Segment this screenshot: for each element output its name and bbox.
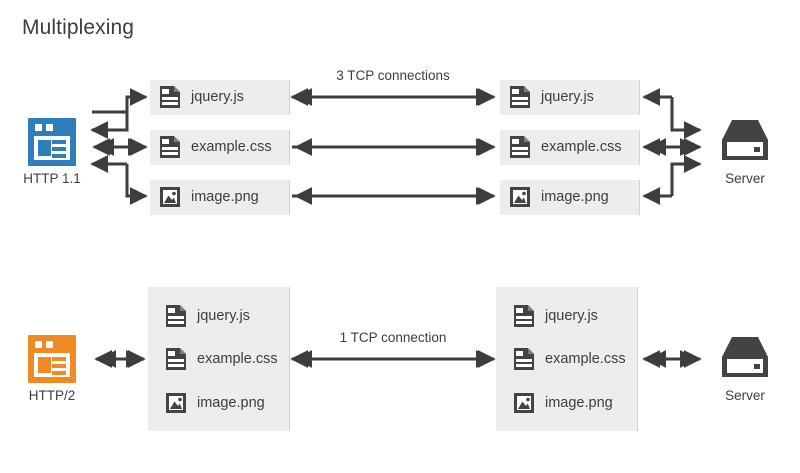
server-icon xyxy=(718,118,772,166)
endpoint-label-http2-server: Server xyxy=(725,388,765,403)
file-name: example.css xyxy=(197,351,278,367)
file-item[interactable]: example.css xyxy=(512,346,626,372)
image-file-icon xyxy=(512,390,536,416)
document-icon xyxy=(508,134,532,160)
file-item[interactable]: jquery.js xyxy=(508,84,594,110)
document-icon xyxy=(512,303,536,329)
document-icon xyxy=(512,346,536,372)
file-item[interactable]: image.png xyxy=(508,184,609,210)
connection-label-http2: 1 TCP connection xyxy=(339,330,447,345)
file-name: jquery.js xyxy=(191,89,244,105)
file-name: image.png xyxy=(545,395,613,411)
connection-label-http11: 3 TCP connections xyxy=(336,68,450,83)
file-name: image.png xyxy=(191,189,259,205)
filebox-http11-server-image: image.png xyxy=(500,180,640,215)
image-file-icon xyxy=(158,184,182,210)
endpoint-http11-client[interactable]: HTTP 1.1 xyxy=(4,118,100,186)
page-title: Multiplexing xyxy=(22,16,135,39)
file-name: jquery.js xyxy=(541,89,594,105)
file-item[interactable]: jquery.js xyxy=(512,303,598,329)
file-name: image.png xyxy=(197,395,265,411)
filebox-http2-client: jquery.js example.css xyxy=(148,287,290,431)
wire-jquery-to-server xyxy=(670,97,702,139)
file-name: example.css xyxy=(545,351,626,367)
filebox-http11-server-css: example.css xyxy=(500,130,640,165)
file-item[interactable]: example.css xyxy=(508,134,622,160)
filebox-http11-client-css: example.css xyxy=(150,130,290,165)
file-item[interactable]: image.png xyxy=(512,390,613,416)
file-item[interactable]: jquery.js xyxy=(164,303,250,329)
file-item[interactable]: jquery.js xyxy=(158,84,244,110)
endpoint-http11-server[interactable]: Server xyxy=(705,118,785,186)
endpoint-http2-server[interactable]: Server xyxy=(705,335,785,403)
filebox-http2-server: jquery.js example.css xyxy=(496,287,638,431)
file-name: image.png xyxy=(541,189,609,205)
document-icon xyxy=(508,84,532,110)
file-item[interactable]: image.png xyxy=(158,184,259,210)
image-file-icon xyxy=(508,184,532,210)
file-item[interactable]: example.css xyxy=(164,346,278,372)
document-icon xyxy=(164,303,188,329)
file-name: jquery.js xyxy=(197,308,250,324)
file-name: example.css xyxy=(541,139,622,155)
filebox-http11-client-jquery: jquery.js xyxy=(150,80,290,115)
endpoint-label-http2-client: HTTP/2 xyxy=(28,388,76,403)
filebox-http11-client-image: image.png xyxy=(150,180,290,215)
file-item[interactable]: example.css xyxy=(158,134,272,160)
document-icon xyxy=(158,84,182,110)
wire-client-to-image xyxy=(125,164,148,205)
image-file-icon xyxy=(164,390,188,416)
file-name: example.css xyxy=(191,139,272,155)
file-item[interactable]: image.png xyxy=(164,390,265,416)
filebox-http11-server-jquery: jquery.js xyxy=(500,80,640,115)
endpoint-label-http11-server: Server xyxy=(725,171,765,186)
document-icon xyxy=(164,346,188,372)
document-icon xyxy=(158,134,182,160)
wire-image-to-server xyxy=(670,155,702,196)
wire-client-to-jquery xyxy=(92,88,148,114)
server-icon xyxy=(718,335,772,383)
endpoint-label-http11-client: HTTP 1.1 xyxy=(23,171,81,186)
browser-window-icon xyxy=(28,118,76,166)
browser-window-icon xyxy=(28,335,76,383)
file-name: jquery.js xyxy=(545,308,598,324)
endpoint-http2-client[interactable]: HTTP/2 xyxy=(8,335,96,403)
